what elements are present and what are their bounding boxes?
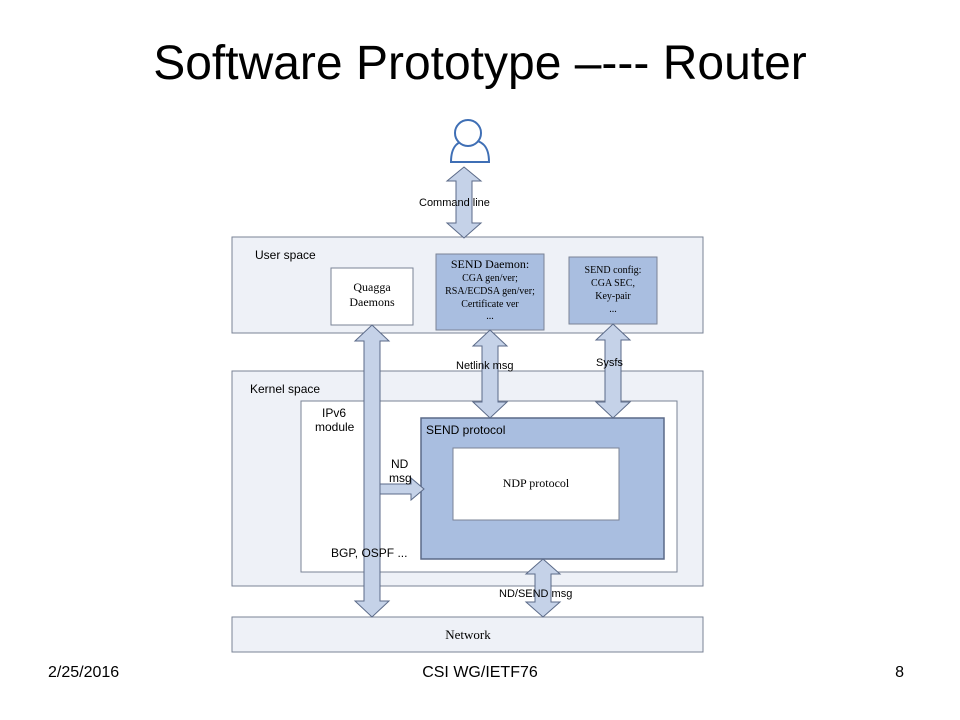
send-daemon-line-4: Certificate ver <box>461 299 519 310</box>
network-label: Network <box>445 627 491 642</box>
sysfs-arrow <box>594 323 632 419</box>
netlink-arrow <box>471 329 509 419</box>
footer-date: 2/25/2016 <box>48 664 120 681</box>
command-line-arrow <box>445 166 483 239</box>
send-daemon-line-3: RSA/ECDSA gen/ver; <box>445 286 535 297</box>
nd-msg-arrow <box>379 476 425 502</box>
send-config-line-4: ... <box>609 304 617 315</box>
ipv6-module-line-2: module <box>315 420 355 434</box>
netlink-label: Netlink msg <box>456 360 513 372</box>
command-line-label: Command line <box>419 197 490 209</box>
quagga-network-arrow <box>353 324 391 618</box>
footer-center: CSI WG/IETF76 <box>422 664 538 681</box>
nd-send-label: ND/SEND msg <box>499 588 572 600</box>
send-daemon-line-2: CGA gen/ver; <box>462 273 518 284</box>
send-daemon-box <box>435 253 545 331</box>
network-box <box>231 616 704 653</box>
quagga-line-2: Daemons <box>349 295 395 309</box>
kernel-space-label: Kernel space <box>250 382 320 396</box>
send-protocol-label: SEND protocol <box>426 423 505 437</box>
nd-send-arrow <box>524 558 562 618</box>
send-config-line-3: Key-pair <box>595 291 631 302</box>
bgp-ospf-label: BGP, OSPF ... <box>331 546 407 560</box>
ndp-protocol-label: NDP protocol <box>503 476 570 490</box>
page-number: 8 <box>895 664 904 681</box>
person-icon <box>449 119 491 163</box>
user-space-label: User space <box>255 248 316 262</box>
send-config-line-2: CGA SEC, <box>591 278 635 289</box>
sysfs-label: Sysfs <box>596 357 623 369</box>
send-daemon-line-5: ... <box>486 311 494 322</box>
quagga-box <box>330 267 414 326</box>
nd-msg-line-2: msg <box>389 471 412 485</box>
ndp-protocol-box <box>452 447 620 521</box>
send-config-line-1: SEND config: <box>585 265 642 276</box>
ipv6-module-line-1: IPv6 <box>322 406 346 420</box>
slide-title: Software Prototype –--- Router <box>153 37 807 90</box>
send-daemon-line-1: SEND Daemon: <box>451 257 529 271</box>
quagga-line-1: Quagga <box>353 280 391 294</box>
nd-msg-line-1: ND <box>391 457 409 471</box>
